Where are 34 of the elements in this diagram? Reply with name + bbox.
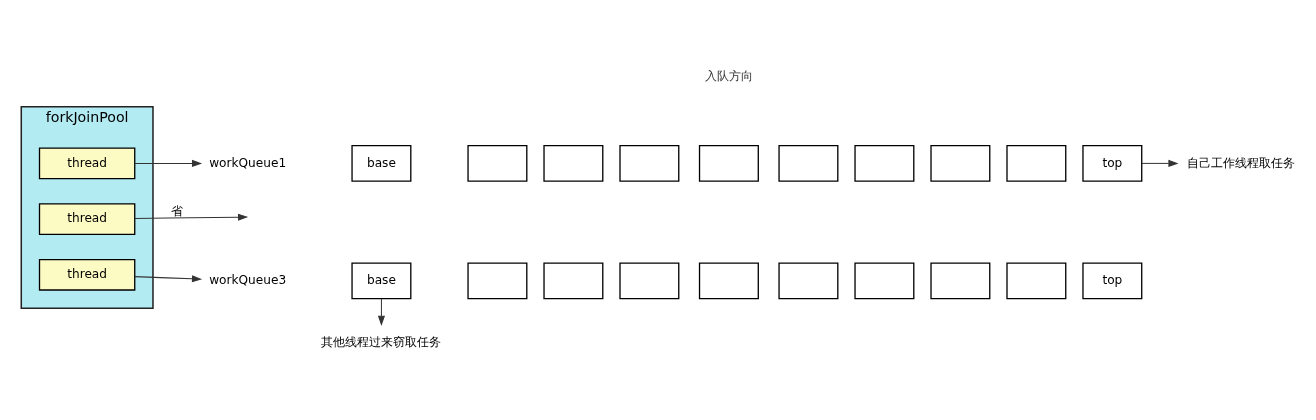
- node-box: top: [1081, 262, 1142, 300]
- node-box: [929, 262, 990, 300]
- label: 入队方向: [704, 69, 753, 84]
- node-box: [698, 262, 759, 300]
- node-box: [542, 145, 603, 182]
- node-box: thread: [38, 258, 135, 291]
- node-text: workQueue1: [208, 155, 286, 170]
- node-box: [698, 145, 759, 182]
- arrow: [377, 298, 385, 326]
- node-box: [618, 145, 679, 182]
- node-box: [777, 145, 838, 182]
- node-box: base: [350, 145, 411, 182]
- node-box: thread: [38, 147, 135, 180]
- node-box: [853, 262, 914, 300]
- node-box: [929, 145, 990, 182]
- node-box: base: [350, 262, 411, 300]
- node-box: thread: [38, 203, 135, 235]
- node-text: 自己工作线程取任务: [1186, 155, 1295, 170]
- node-box: [542, 262, 603, 300]
- edge-label: 省: [170, 203, 183, 218]
- node-box: [466, 262, 527, 300]
- arrow: [133, 275, 202, 283]
- node-box: top: [1081, 145, 1142, 182]
- arrow: [133, 159, 202, 167]
- arrow: [133, 213, 248, 221]
- node-box: [1005, 262, 1066, 300]
- node-text: 其他线程过来窃取任务: [320, 334, 441, 349]
- node-box: [853, 145, 914, 182]
- node-box: [618, 262, 679, 300]
- node-box: [777, 262, 838, 300]
- arrow: [1141, 159, 1179, 167]
- node-box: [466, 145, 527, 182]
- node-box: [1005, 145, 1066, 182]
- node-text: workQueue3: [208, 273, 286, 288]
